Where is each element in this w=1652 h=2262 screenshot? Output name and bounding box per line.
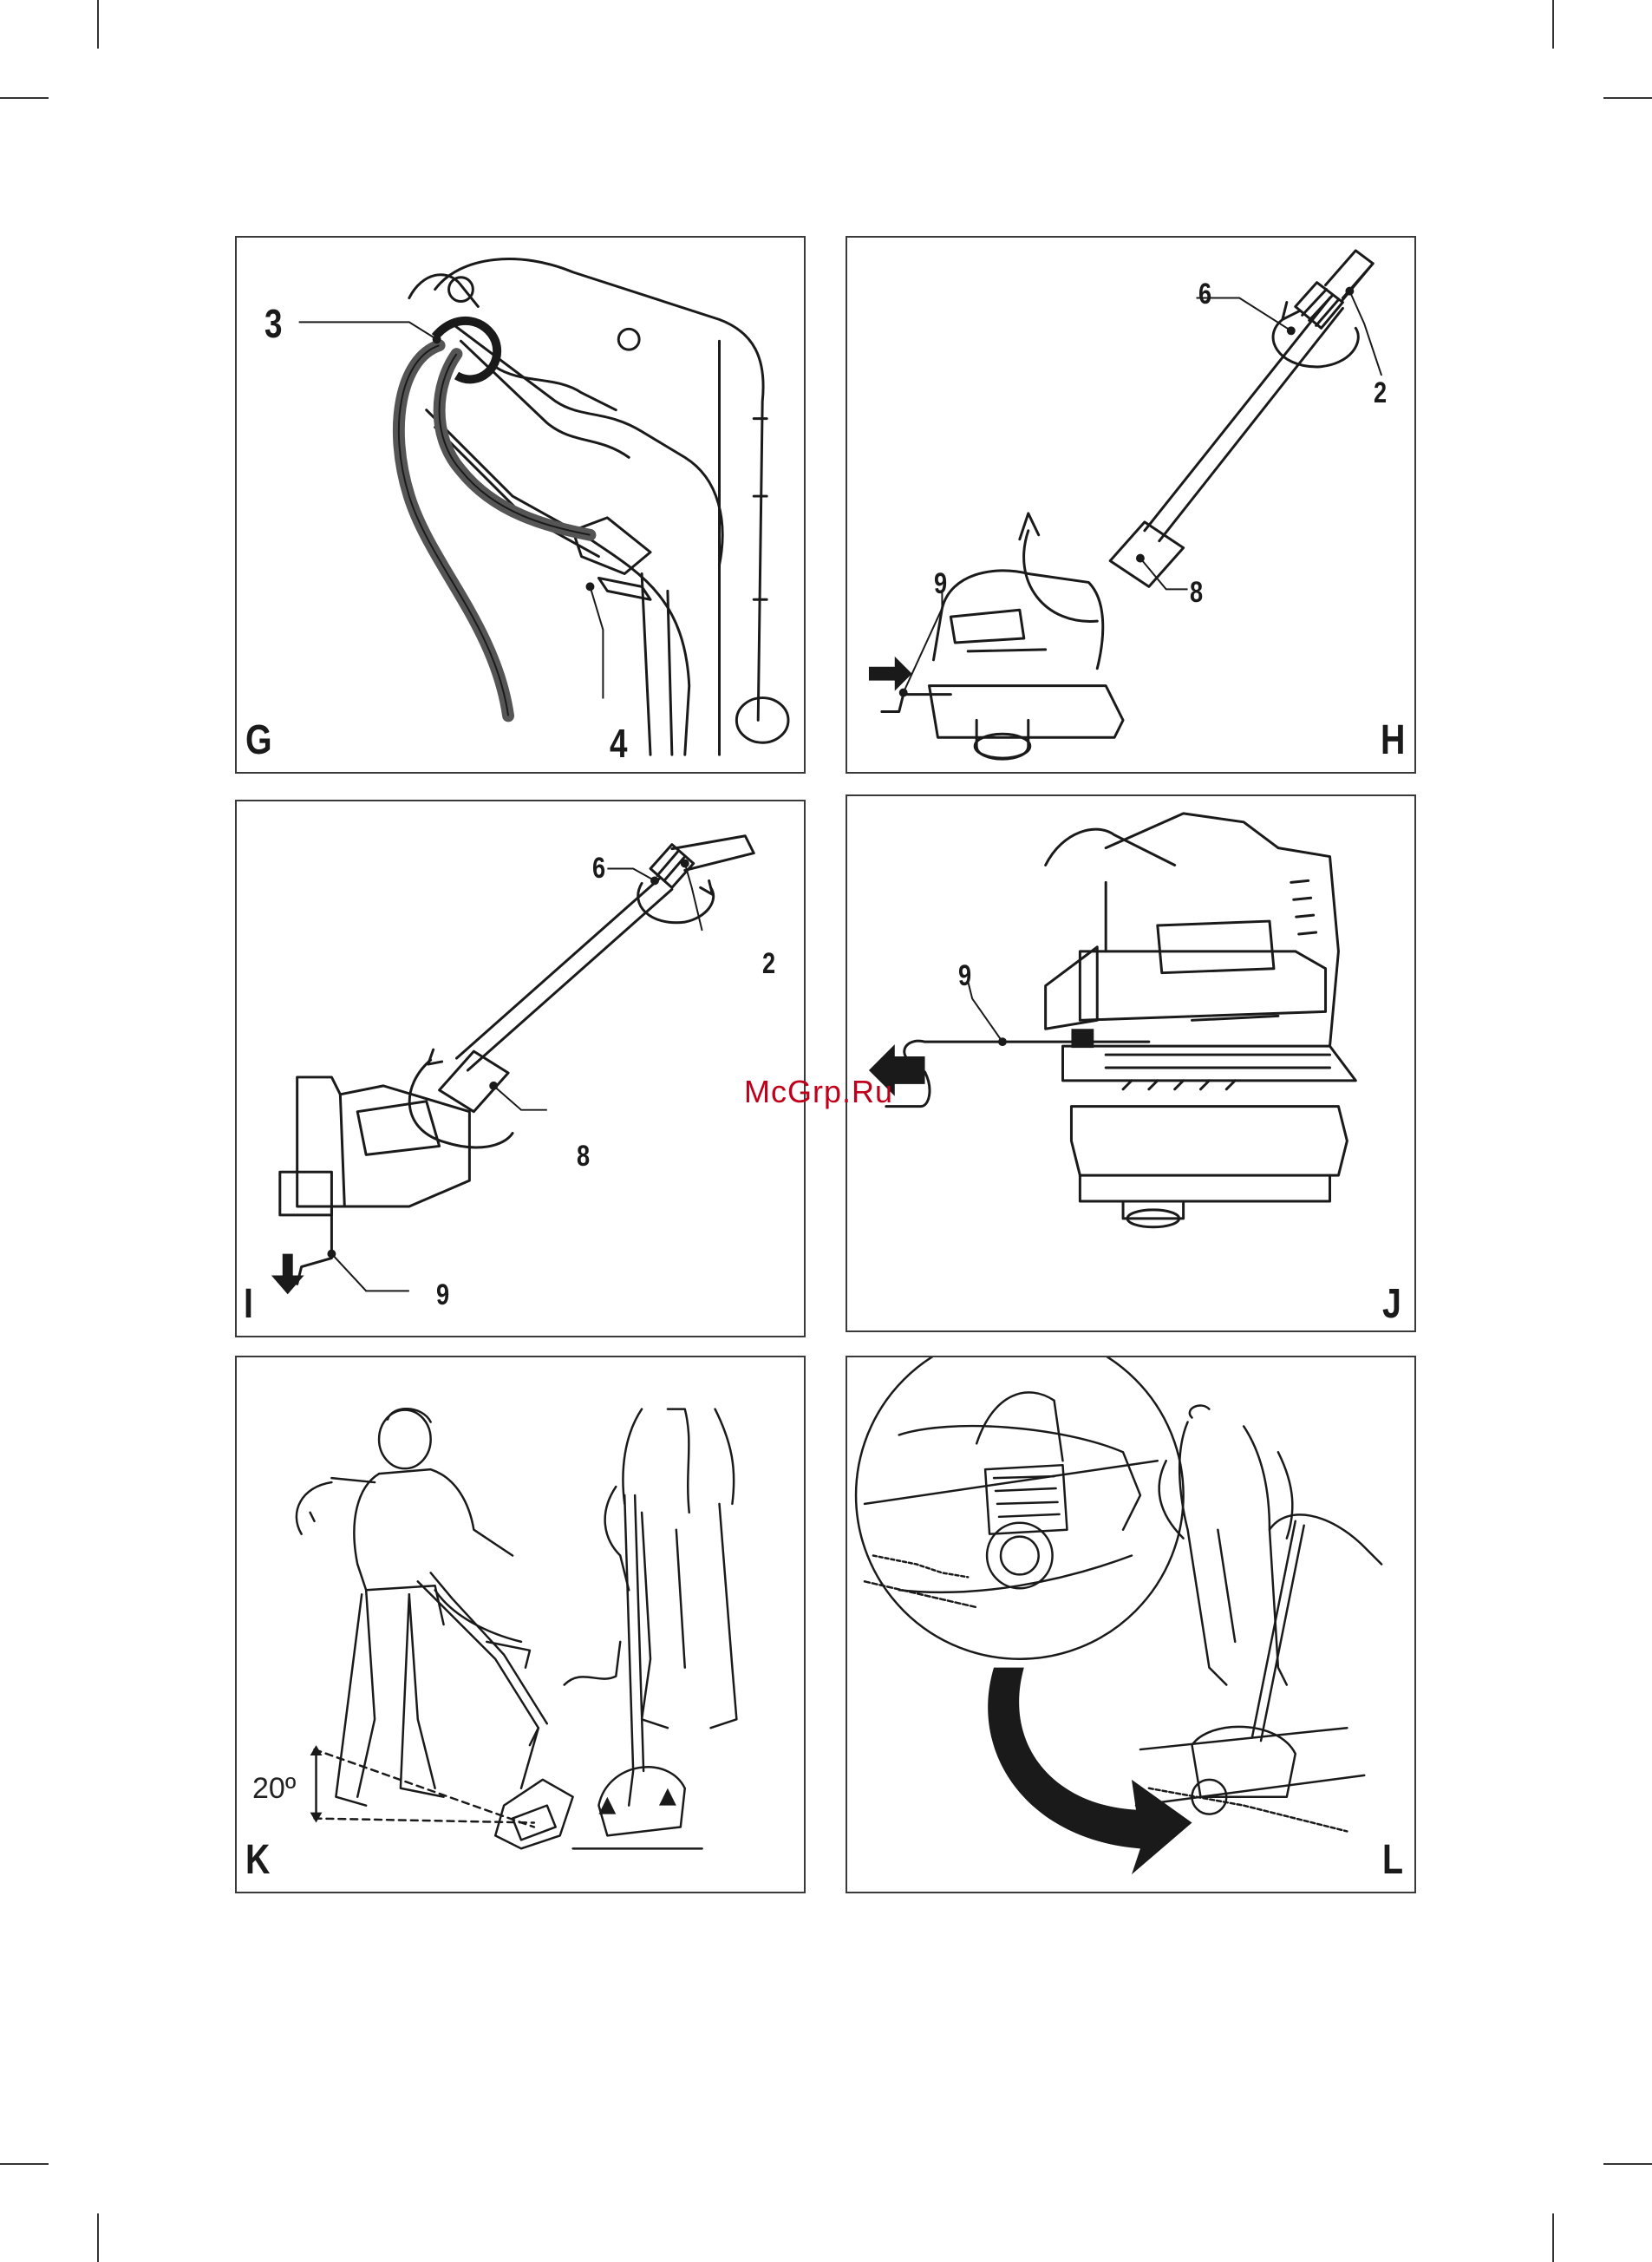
callout-label: 8 <box>577 1141 590 1171</box>
edging-illustration <box>847 1357 1414 1892</box>
callout-label: 4 <box>610 723 627 763</box>
callout-label: 8 <box>1190 578 1203 607</box>
crop-mark <box>1603 97 1652 99</box>
trimmer-shaft-illustration <box>847 238 1414 772</box>
callout-label: 9 <box>958 961 971 990</box>
callout-label: 6 <box>592 853 605 883</box>
trimmer-rotated-illustration <box>237 801 804 1336</box>
handle-cable-illustration <box>237 238 804 772</box>
crop-mark <box>97 2213 99 2262</box>
callout-label: 9 <box>436 1280 449 1310</box>
callout-label: 3 <box>264 304 282 343</box>
callout-label: 9 <box>934 569 947 598</box>
crop-mark <box>1603 2163 1652 2165</box>
operator-trimming-illustration <box>237 1357 804 1892</box>
watermark: McGrp.Ru <box>744 1074 893 1110</box>
edge-guide-closeup-illustration <box>847 796 1414 1330</box>
panel-g: 3 4 G <box>235 236 806 774</box>
panel-letter: J <box>1382 1284 1401 1325</box>
crop-mark <box>97 0 99 49</box>
panel-letter: K <box>245 1840 270 1881</box>
angle-label: 20º <box>252 1774 296 1803</box>
panel-h: 6 2 9 8 H <box>846 236 1416 774</box>
panel-letter: H <box>1381 720 1405 762</box>
crop-mark <box>0 2163 49 2165</box>
panel-l: L <box>846 1356 1416 1893</box>
panel-letter: G <box>245 720 272 762</box>
crop-mark <box>1552 2213 1554 2262</box>
callout-label: 2 <box>1374 378 1387 408</box>
callout-label: 2 <box>762 949 775 978</box>
panel-letter: I <box>244 1284 253 1325</box>
panel-k: 20º K <box>235 1356 806 1893</box>
panel-letter: L <box>1382 1840 1403 1881</box>
panel-i: 6 2 8 9 I <box>235 800 806 1337</box>
crop-mark <box>0 97 49 99</box>
panel-j: 9 J <box>846 794 1416 1332</box>
crop-mark <box>1552 0 1554 49</box>
callout-label: 6 <box>1198 279 1211 309</box>
